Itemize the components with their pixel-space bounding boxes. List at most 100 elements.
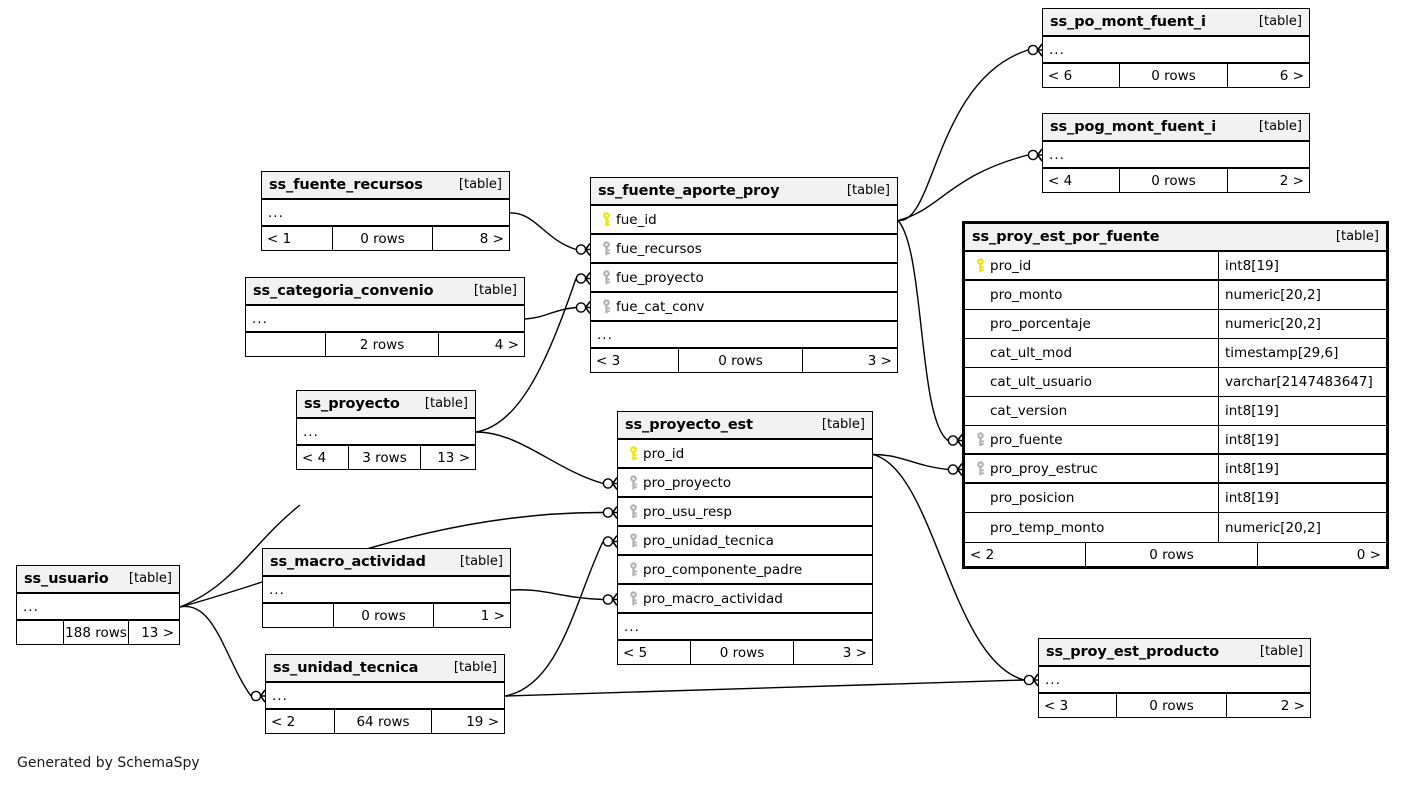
- footer-outgoing-count: 6 >: [1279, 67, 1304, 84]
- footer-row-count: 0 rows: [1085, 543, 1258, 566]
- column-name-cell: cat_ult_usuario: [965, 368, 1218, 396]
- more-columns-ellipsis: ...: [263, 577, 510, 603]
- column-label: pro_macro_actividad: [643, 590, 783, 607]
- column-name-cell: fue_cat_conv: [591, 293, 897, 320]
- table-column-row[interactable]: fue_cat_conv: [591, 293, 897, 322]
- footer-outgoing-count: 4 >: [494, 336, 519, 353]
- column-label: pro_fuente: [990, 431, 1063, 448]
- more-columns-ellipsis: ...: [246, 306, 524, 332]
- footer-outgoing-count: 3 >: [842, 644, 867, 661]
- column-name-cell: pro_posicion: [965, 484, 1218, 512]
- table-kind-label: [table]: [1335, 229, 1379, 244]
- footer-outgoing-count: 2 >: [1280, 697, 1305, 714]
- table-title: ss_proy_est_por_fuente: [972, 228, 1160, 245]
- column-label: pro_unidad_tecnica: [643, 532, 774, 549]
- relationship-line: [504, 679, 1025, 697]
- table-column-row[interactable]: pro_unidad_tecnica: [618, 527, 872, 556]
- table-title: ss_categoria_convenio: [253, 282, 434, 299]
- foreign-key-icon: [624, 533, 643, 548]
- more-columns-ellipsis: ...: [297, 419, 475, 445]
- table-title: ss_proy_est_producto: [1046, 643, 1220, 660]
- table-ss_proyecto_est[interactable]: ss_proyecto_est [table] pro_id pro_proyecto…: [617, 411, 873, 665]
- more-columns-ellipsis: ...: [1043, 37, 1309, 63]
- more-columns-ellipsis: ...: [262, 200, 509, 226]
- relationship-line: [872, 453, 949, 471]
- table-column-row[interactable]: pro_id: [618, 440, 872, 469]
- footer-row-count: 0 rows: [678, 349, 803, 372]
- table-columns: ...: [263, 577, 510, 603]
- column-label: pro_temp_monto: [990, 519, 1105, 536]
- relationship-optional-marker: [947, 435, 959, 446]
- table-column-row[interactable]: pro_usu_resp: [618, 498, 872, 527]
- table-columns: ...: [1039, 667, 1310, 693]
- table-column-row[interactable]: pro_componente_padre: [618, 556, 872, 585]
- footer-row-count: 0 rows: [1119, 64, 1228, 87]
- relationship-optional-marker: [602, 594, 614, 605]
- primary-key-icon: [624, 446, 643, 461]
- table-header-ss_proyecto_est: ss_proyecto_est [table]: [618, 412, 872, 440]
- more-columns-ellipsis: ...: [1039, 667, 1310, 693]
- table-column-row[interactable]: pro_proyecto: [618, 469, 872, 498]
- table-columns: ...: [246, 306, 524, 332]
- footer-incoming-count: < 1: [267, 230, 292, 247]
- table-columns: ...: [297, 419, 475, 445]
- table-header-ss_proy_est_por_fuente: ss_proy_est_por_fuente [table]: [965, 224, 1386, 252]
- table-columns: ...: [262, 200, 509, 226]
- table-title: ss_proyecto_est: [625, 416, 753, 433]
- relationship-optional-marker: [1027, 149, 1039, 161]
- column-name-cell: pro_proy_estruc: [965, 455, 1218, 482]
- footer-outgoing-count: 2 >: [1279, 172, 1304, 189]
- table-title: ss_proyecto: [304, 395, 400, 412]
- table-kind-label: [table]: [453, 660, 497, 675]
- column-name-cell: pro_monto: [965, 281, 1218, 309]
- column-name-cell: pro_fuente: [965, 426, 1218, 453]
- footer-row-count: 0 rows: [1119, 169, 1228, 192]
- table-column-row[interactable]: fue_id: [591, 206, 897, 235]
- relationship-line: [509, 212, 577, 251]
- table-column-row[interactable]: fue_proyecto: [591, 264, 897, 293]
- relationship-optional-marker: [602, 536, 614, 547]
- more-columns-ellipsis: ...: [1043, 142, 1309, 168]
- relationship-optional-marker: [575, 302, 587, 313]
- column-label: pro_id: [643, 445, 685, 462]
- table-kind-label: [table]: [821, 417, 865, 432]
- column-label: pro_componente_padre: [643, 561, 803, 578]
- table-columns: ...: [1043, 142, 1309, 168]
- table-column-row[interactable]: fue_recursos: [591, 235, 897, 264]
- relationship-optional-marker: [947, 464, 959, 475]
- column-label: pro_porcentaje: [990, 316, 1091, 332]
- table-kind-label: [table]: [846, 183, 890, 198]
- column-label: fue_recursos: [616, 240, 702, 257]
- column-label: pro_proyecto: [643, 474, 732, 491]
- footer-outgoing-count: 19 >: [466, 713, 499, 730]
- column-name-cell: pro_id: [618, 440, 872, 467]
- table-column-row[interactable]: pro_macro_actividad: [618, 585, 872, 614]
- relationship-optional-marker: [575, 273, 587, 284]
- column-label: fue_proyecto: [616, 269, 704, 286]
